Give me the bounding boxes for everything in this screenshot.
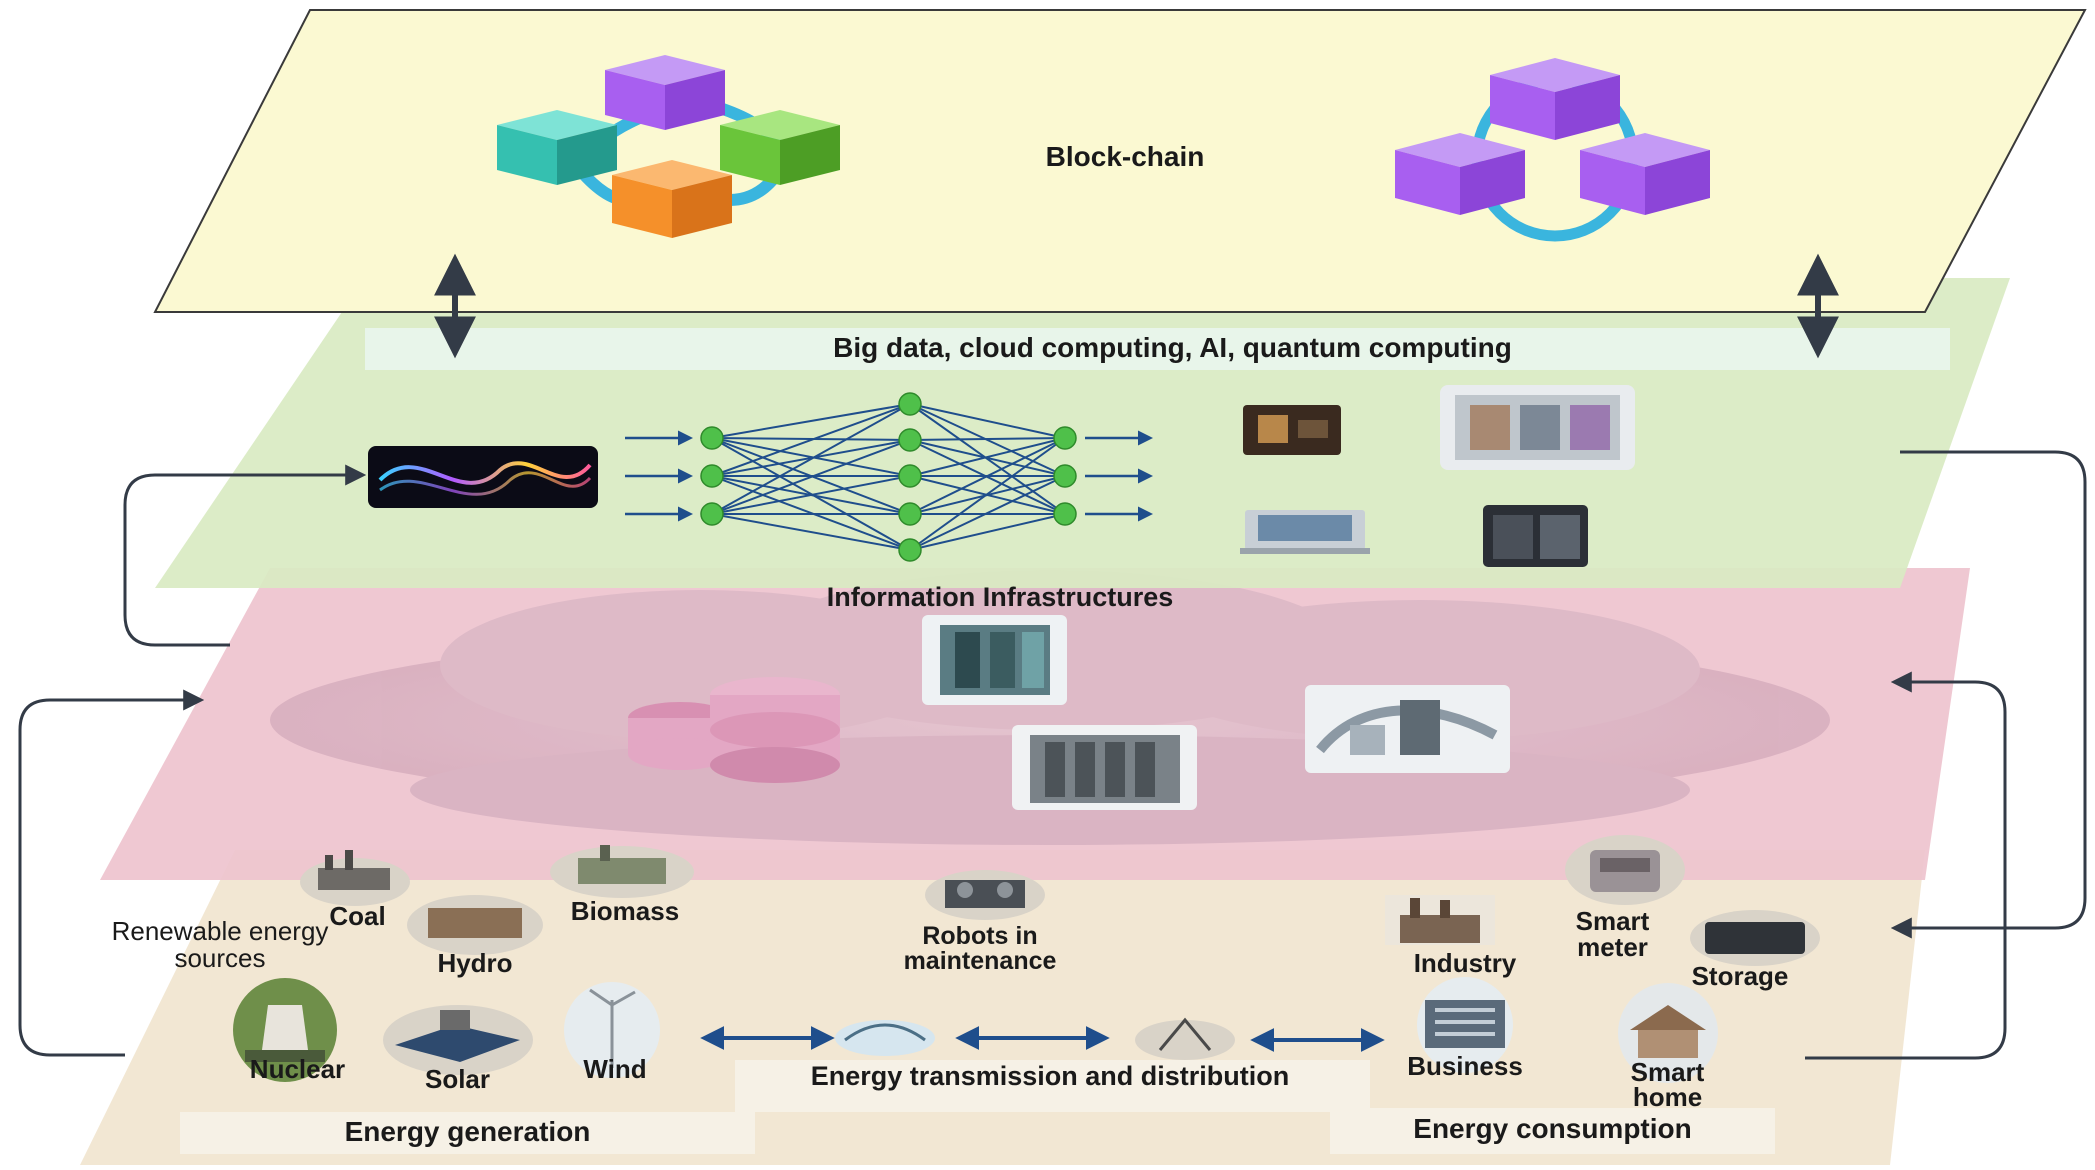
consumption-label-band	[1330, 1108, 1775, 1154]
smart-home-icon	[1618, 983, 1718, 1083]
business-label: Business	[1407, 1051, 1523, 1081]
nn-node	[898, 538, 922, 562]
nn-edge	[711, 439, 911, 515]
biomass-label: Biomass	[570, 896, 680, 926]
wind-turbine-icon	[564, 982, 660, 1078]
energy-to-infra-loop-left	[18, 689, 205, 1057]
coal-label: Coal	[329, 901, 386, 931]
wind-label: Wind	[583, 1054, 647, 1084]
infrastructure-network-image	[1305, 685, 1510, 773]
laptop-icon	[1240, 510, 1370, 554]
nn-edge	[711, 403, 911, 439]
nn-node	[700, 502, 724, 526]
infra-title: Information Infrastructures	[826, 582, 1174, 612]
nn-node	[1053, 464, 1077, 488]
smart-meter-icon	[1565, 835, 1685, 905]
nn-edge	[909, 403, 1066, 439]
compute-to-energy-loop-right	[1890, 450, 2087, 939]
hydro-label: Hydro	[437, 948, 513, 978]
industry-icon	[1385, 895, 1495, 945]
nn-edge	[909, 437, 1066, 551]
robot-icon	[925, 870, 1045, 920]
transmission-tower-left-icon	[835, 1020, 935, 1056]
compute-layer-plane	[155, 278, 2010, 588]
compute-band-text: Big data, cloud computing, AI, quantum c…	[833, 332, 1512, 363]
nuclear-label: Nuclear	[249, 1054, 346, 1084]
nn-edge	[711, 513, 911, 551]
nn-edge	[909, 437, 1066, 477]
robots-label: Robots in maintenance	[903, 922, 1057, 975]
nn-node	[898, 464, 922, 488]
nn-node	[1053, 502, 1077, 526]
transmission-tower-right-icon	[1135, 1017, 1235, 1060]
neural-network-icon	[625, 392, 1153, 562]
renewable-label: Renewable energy sources	[111, 916, 329, 974]
industry-label: Industry	[1413, 948, 1517, 978]
storage-label: Storage	[1691, 961, 1789, 991]
server-building-image	[1012, 725, 1197, 810]
nn-node	[1053, 426, 1077, 450]
nn-edge	[909, 437, 1066, 515]
nn-edge	[711, 475, 911, 515]
blockchain-triangle-icon	[1395, 58, 1710, 242]
quantum-computer-image	[1440, 385, 1635, 470]
nn-node	[898, 502, 922, 526]
energy-to-infra-loop-right	[1805, 671, 2007, 1060]
business-building-icon	[1417, 977, 1513, 1073]
blockchain-ring-icon	[497, 55, 840, 238]
nn-edge	[909, 475, 1066, 551]
smart-meter-label: Smart meter	[1575, 906, 1650, 962]
data-wave-image	[368, 446, 598, 508]
nn-node	[898, 392, 922, 416]
consumption-label: Energy consumption	[1413, 1113, 1692, 1144]
smart-home-label: Smart home	[1630, 1057, 1705, 1112]
nn-node	[898, 428, 922, 452]
nn-edge	[711, 403, 911, 515]
generation-label-band	[180, 1112, 755, 1154]
solar-label: Solar	[424, 1064, 491, 1094]
blockchain-title: Block-chain	[1045, 141, 1205, 172]
nn-node	[700, 464, 724, 488]
biomass-plant-icon	[550, 845, 694, 898]
nn-node	[700, 426, 724, 450]
solar-plant-icon	[383, 1005, 533, 1075]
infra-to-compute-loop-left	[123, 464, 367, 647]
compute-band	[365, 328, 1950, 370]
chip-image	[1243, 405, 1341, 455]
nn-edge	[909, 513, 1066, 551]
generation-label: Energy generation	[344, 1116, 591, 1147]
transmission-label: Energy transmission and distribution	[810, 1061, 1290, 1091]
nn-edge	[711, 403, 911, 477]
database-icon	[628, 677, 840, 783]
coal-plant-icon	[300, 850, 410, 906]
transmission-label-band	[735, 1060, 1370, 1112]
nuclear-plant-icon	[233, 978, 337, 1082]
storage-icon	[1690, 910, 1820, 966]
hydro-plant-icon	[407, 895, 543, 955]
data-center-image	[922, 615, 1067, 705]
nn-edge	[909, 437, 1066, 441]
server-icon	[1483, 505, 1588, 567]
